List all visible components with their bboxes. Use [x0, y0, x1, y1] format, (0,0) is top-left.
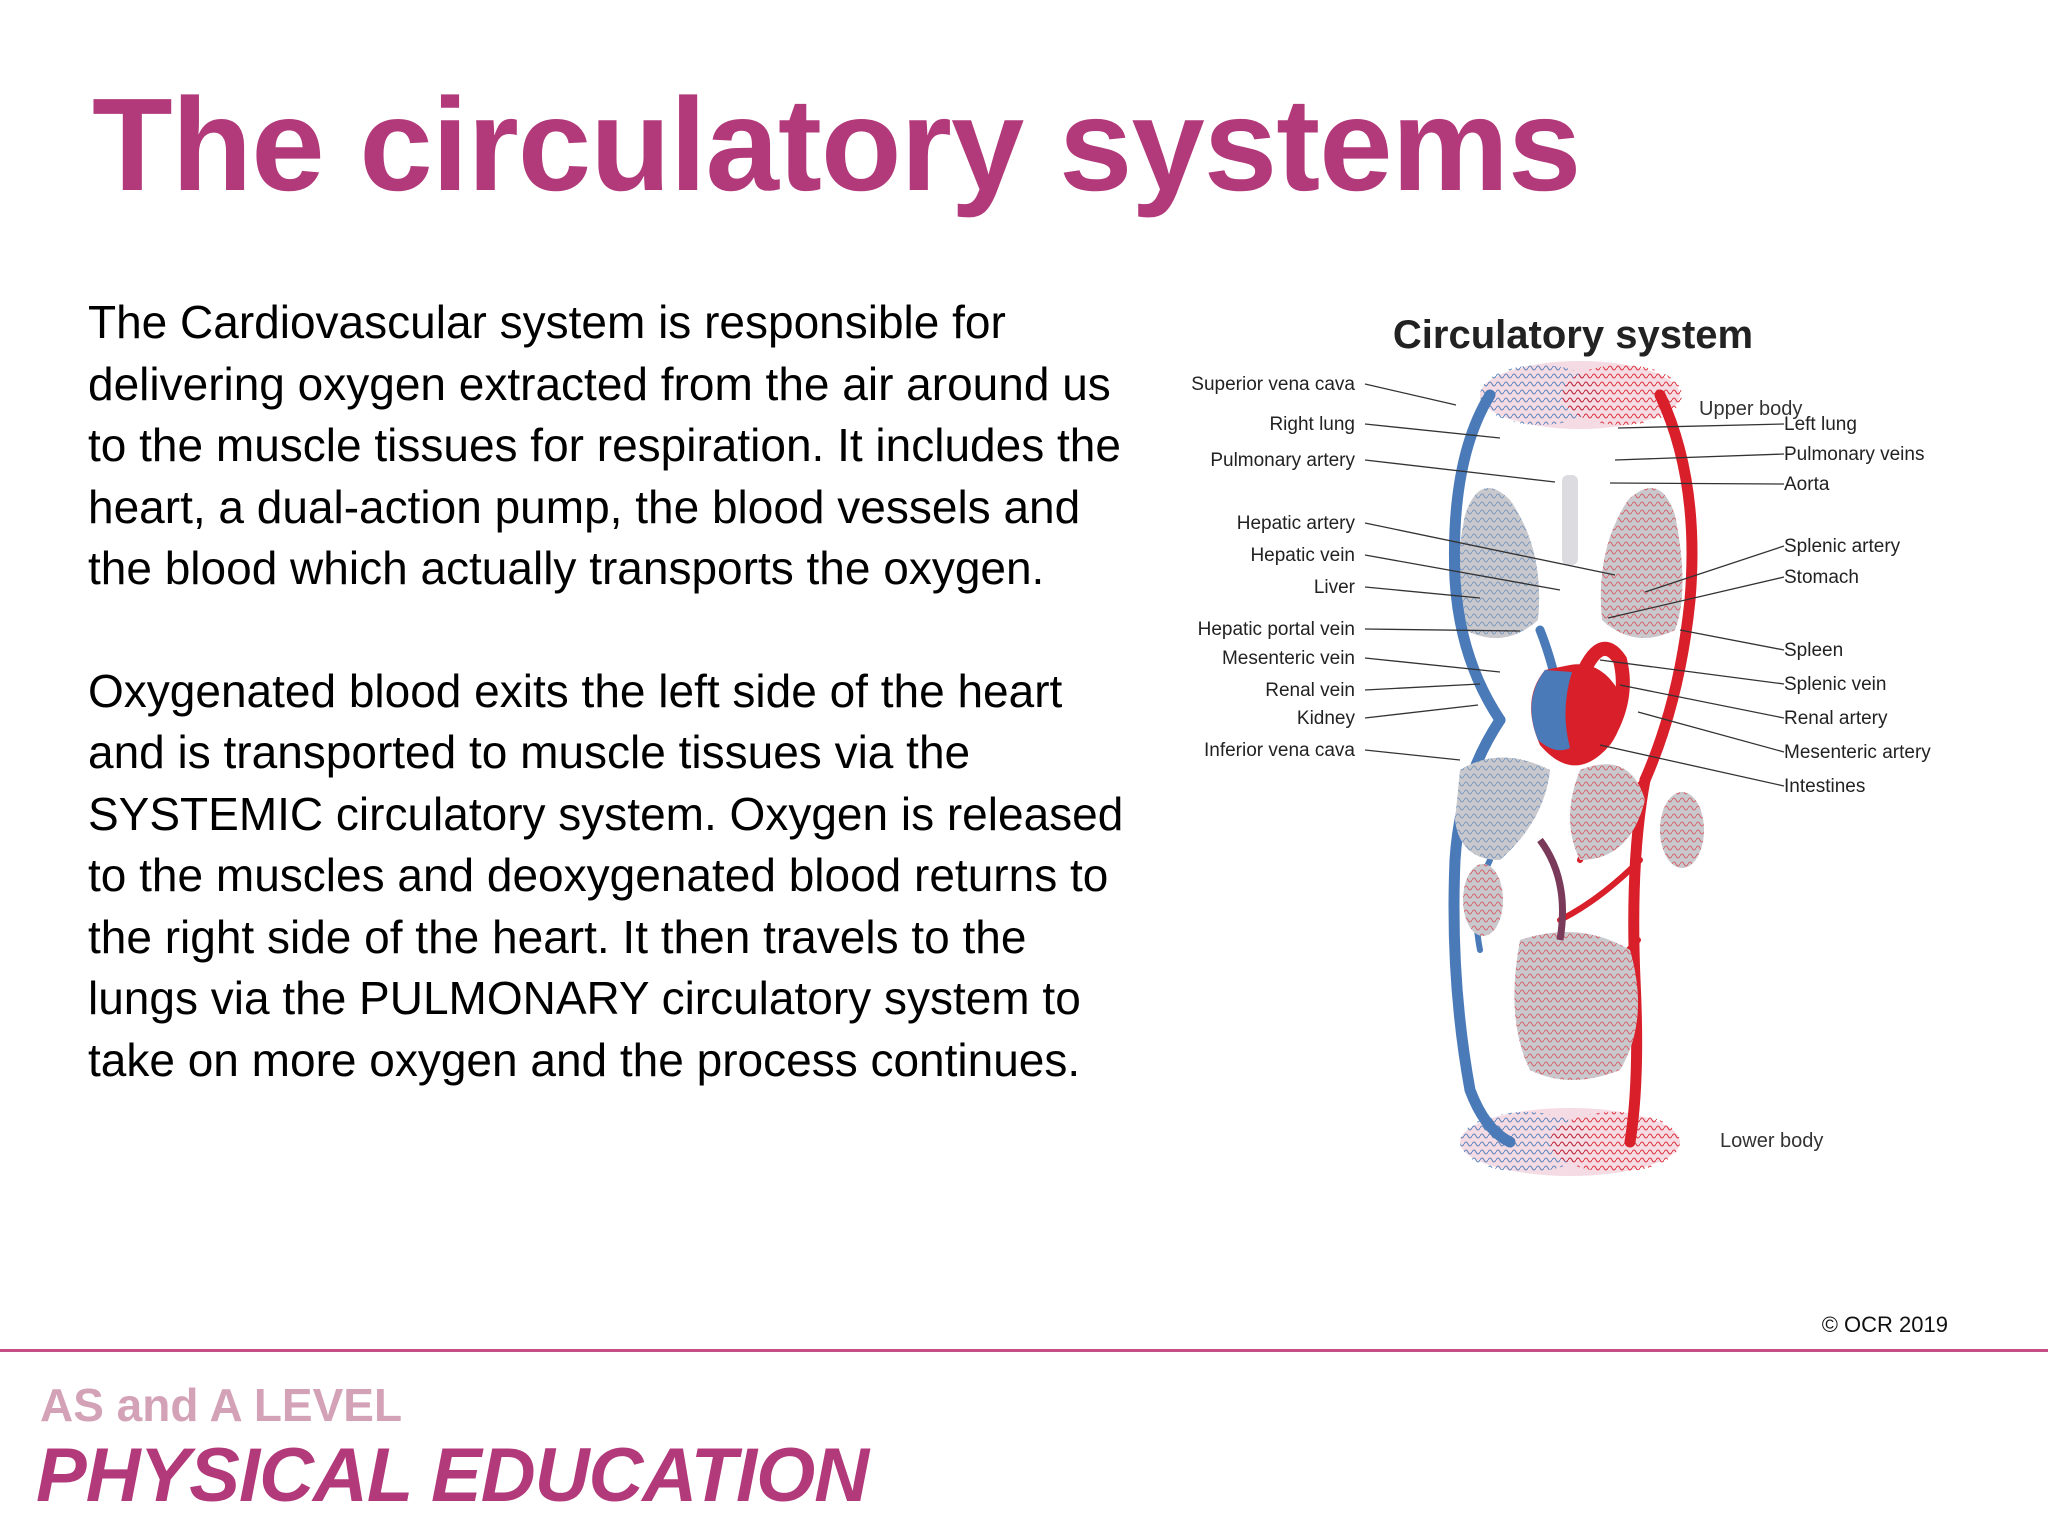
- lungs: [1457, 475, 1683, 638]
- upper-body-capillaries: [1480, 361, 1682, 429]
- label-lower-body: Lower body: [1720, 1130, 1823, 1152]
- diagram-title: Circulatory system: [1393, 313, 1753, 357]
- page-title: The circulatory systems: [92, 71, 1581, 218]
- label-stomach: Stomach: [1784, 567, 1859, 588]
- label-hepatic-artery: Hepatic artery: [1237, 513, 1356, 534]
- right-labels: Left lung Pulmonary veins Aorta Splenic …: [1784, 414, 1931, 797]
- abdominal-organs: [1455, 757, 1704, 1080]
- label-left-lung: Left lung: [1784, 414, 1857, 435]
- paragraph-intro: The Cardiovascular system is responsible…: [88, 296, 1121, 594]
- label-spleen: Spleen: [1784, 640, 1843, 661]
- copyright: © OCR 2019: [1821, 1312, 1948, 1337]
- heart: [1531, 664, 1622, 766]
- body-text: The Cardiovascular system is responsible…: [88, 292, 1128, 1091]
- paragraph-systemic: Oxygenated blood exits the left side of …: [88, 664, 1124, 1086]
- label-pulmonary-veins: Pulmonary veins: [1784, 444, 1924, 465]
- label-renal-vein: Renal vein: [1265, 680, 1355, 701]
- brand-level: AS and A LEVEL: [40, 1379, 403, 1431]
- label-upper-body: Upper body: [1699, 398, 1802, 420]
- label-pulmonary-artery: Pulmonary artery: [1210, 450, 1355, 471]
- lower-body-capillaries: [1460, 1108, 1680, 1176]
- left-labels: Superior vena cava Right lung Pulmonary …: [1191, 374, 1355, 761]
- brand-subject: PHYSICAL EDUCATION: [36, 1433, 869, 1518]
- label-hepatic-vein: Hepatic vein: [1250, 545, 1355, 566]
- label-liver: Liver: [1314, 577, 1356, 598]
- label-right-lung: Right lung: [1269, 414, 1355, 435]
- label-inferior-vena-cava: Inferior vena cava: [1204, 740, 1355, 761]
- label-splenic-artery: Splenic artery: [1784, 536, 1901, 557]
- label-intestines: Intestines: [1784, 776, 1865, 797]
- label-kidney: Kidney: [1297, 708, 1356, 729]
- leader-lines: [1364, 383, 1785, 787]
- label-splenic-vein: Splenic vein: [1784, 674, 1886, 695]
- label-renal-artery: Renal artery: [1784, 708, 1888, 729]
- label-aorta: Aorta: [1784, 474, 1830, 495]
- label-hepatic-portal-vein: Hepatic portal vein: [1198, 619, 1355, 640]
- circulatory-diagram: Circulatory system Upper body Lower body: [1191, 313, 1931, 1176]
- label-superior-vena-cava: Superior vena cava: [1191, 374, 1355, 395]
- label-mesenteric-vein: Mesenteric vein: [1222, 648, 1355, 669]
- footer-divider: [0, 1349, 2048, 1352]
- label-mesenteric-artery: Mesenteric artery: [1784, 742, 1931, 763]
- footer: [0, 1352, 2048, 1536]
